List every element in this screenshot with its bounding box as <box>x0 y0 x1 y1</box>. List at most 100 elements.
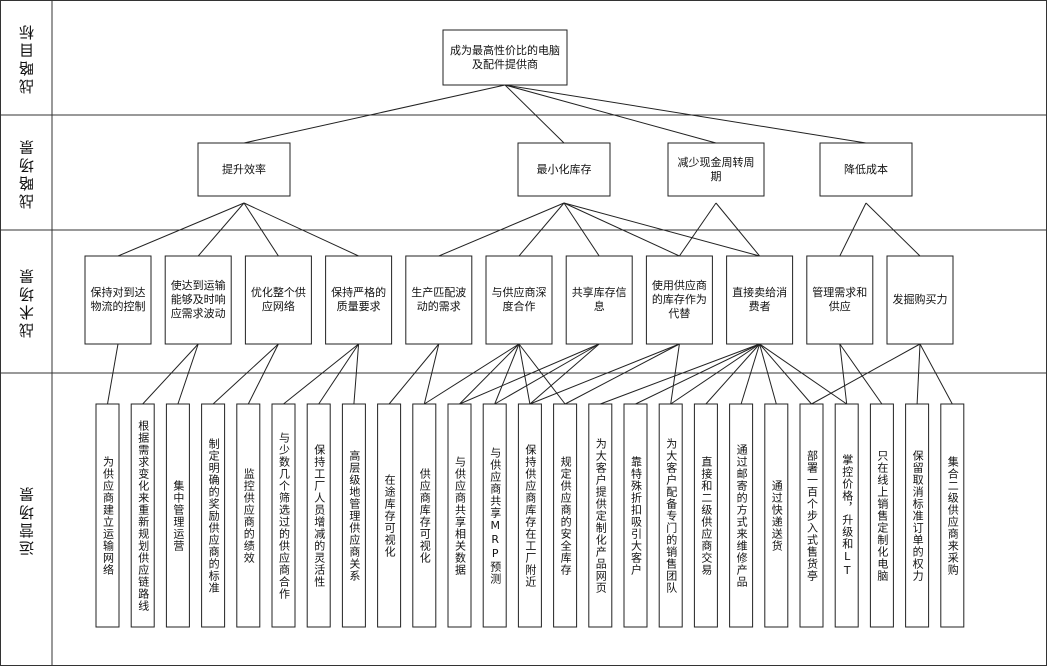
tactic-operation-link <box>353 343 360 405</box>
goal-label: 成为最高性价比的电脑及配件提供商 <box>450 43 560 71</box>
tactic-label: 共享库存信息 <box>571 286 627 313</box>
strategy-label: 减少现金周转周期 <box>677 155 755 183</box>
tactic-box <box>244 255 312 345</box>
operation-label: 与供应商共享MRP预测 <box>488 446 502 585</box>
operation-box <box>905 403 930 628</box>
operation-box <box>799 403 824 628</box>
operation-label: 只在线上销售定制化电脑 <box>875 449 889 582</box>
strategy-label: 最小化库存 <box>536 162 592 176</box>
layer-label-text: 战略目标 <box>17 21 36 94</box>
layer-label-text: 战术场景 <box>17 265 36 338</box>
operation-label: 集合二级供应商来采购 <box>946 455 960 576</box>
strategy-tactic-link <box>518 202 565 257</box>
operation-label: 为大客户配备专门的销售团队 <box>664 437 678 594</box>
operation-label: 高层级地管理供应商关系 <box>347 449 361 582</box>
tactic-operation-link <box>759 343 777 405</box>
tactic-operation-link <box>600 343 760 405</box>
tactic-operation-link <box>388 343 440 405</box>
tactic-operation-link <box>518 343 531 405</box>
goal-strategy-link <box>504 84 717 144</box>
layer-label-tactic: 战术场景 <box>0 230 52 373</box>
operation-box <box>95 403 120 628</box>
operation-box <box>658 403 683 628</box>
operation-box <box>201 403 226 628</box>
tactic-operation-link <box>670 343 680 405</box>
operation-box <box>693 403 718 628</box>
strategy-tactic-link <box>563 202 600 257</box>
operation-box <box>834 403 859 628</box>
tactic-label: 与供应商深度合作 <box>491 286 547 313</box>
goal-strategy-link <box>243 84 506 144</box>
goal-strategy-link <box>504 84 565 144</box>
operation-label: 与少数几个筛选过的供应商合作 <box>277 431 291 600</box>
strategy-box <box>819 142 913 197</box>
strategy-tactic-link <box>197 202 245 257</box>
layer-label-goal: 战略目标 <box>0 0 52 115</box>
tactic-label: 优化整个供应网络 <box>250 286 306 313</box>
tactic-label: 直接卖给消费者 <box>732 286 788 313</box>
tactic-label: 管理需求和供应 <box>812 286 868 313</box>
operation-label: 通过快递送货 <box>770 479 784 552</box>
layer-label-strategy: 战略场景 <box>0 115 52 230</box>
tactic-operation-link <box>529 343 600 405</box>
tactic-operation-link <box>459 343 520 405</box>
tactic-operation-link <box>494 343 600 405</box>
layer-label-text: 运营场景 <box>17 483 36 556</box>
tactic-box <box>886 255 954 345</box>
strategy-tactic-link <box>438 202 565 257</box>
operation-box <box>447 403 472 628</box>
operation-box <box>588 403 613 628</box>
operation-box <box>729 403 754 628</box>
tactic-operation-link <box>670 343 760 405</box>
tactic-operation-link <box>177 343 199 405</box>
strategy-tactic-link <box>678 202 717 257</box>
tactic-box <box>84 255 152 345</box>
tactic-operation-link <box>839 343 883 405</box>
layer-label-ops: 运营场景 <box>0 373 52 666</box>
strategy-tactic-link <box>243 202 279 257</box>
operation-label: 通过邮寄的方式来维修产品 <box>735 443 749 588</box>
operation-box <box>412 403 437 628</box>
strategy-tactic-link <box>243 202 359 257</box>
tactic-operation-link <box>459 343 600 405</box>
tactic-box <box>806 255 874 345</box>
strategy-box <box>517 142 611 197</box>
tactic-operation-link <box>212 343 279 405</box>
tactic-box <box>485 255 553 345</box>
operation-box <box>377 403 402 628</box>
operation-label: 根据需求变化来重新规划供应链路线 <box>136 419 150 612</box>
tactic-operation-link <box>529 343 680 405</box>
strategy-tactic-link <box>715 202 760 257</box>
tactic-operation-link <box>705 343 760 405</box>
tactic-operation-link <box>424 343 520 405</box>
operation-label: 监控供应商的绩效 <box>242 467 256 564</box>
tactic-operation-link <box>423 343 440 405</box>
tactic-operation-link <box>919 343 953 405</box>
tactic-label: 使用供应商的库存作为代替 <box>651 279 707 320</box>
operation-label: 为供应商建立运输网络 <box>101 455 115 576</box>
tactic-label: 发掘购买力 <box>892 293 948 306</box>
operation-box <box>623 403 648 628</box>
operation-label: 直接和二级供应商交易 <box>699 455 713 576</box>
boxes <box>84 29 965 628</box>
strategy-label: 降低成本 <box>844 162 888 176</box>
tactic-operation-link <box>916 343 921 405</box>
tactic-operation-link <box>759 343 812 405</box>
tactic-box <box>405 255 473 345</box>
strategy-tactic-link <box>117 202 245 257</box>
tactic-operation-link <box>107 343 119 405</box>
goal-strategy-link <box>504 84 867 144</box>
tactic-box <box>726 255 794 345</box>
operation-box <box>130 403 155 628</box>
tactic-operation-link <box>494 343 520 405</box>
operation-label: 与供应商共享相关数据 <box>453 455 467 576</box>
operation-box <box>341 403 366 628</box>
operation-label: 保留取消标准订单的权力 <box>911 449 925 582</box>
operation-box <box>553 403 578 628</box>
layer-label-text: 战略场景 <box>17 136 36 209</box>
strategy-tactic-link <box>563 202 760 257</box>
tactic-operation-link <box>318 343 360 405</box>
operation-box <box>940 403 965 628</box>
operation-box <box>271 403 296 628</box>
